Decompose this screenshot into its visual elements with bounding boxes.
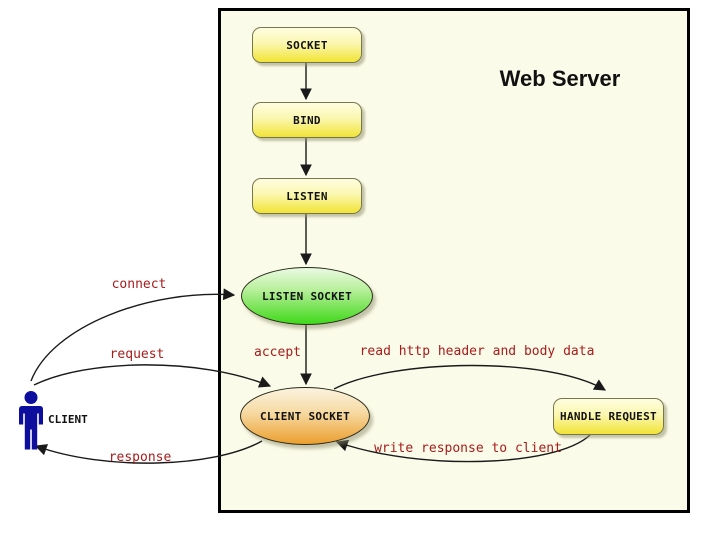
edge-label-request: request (109, 347, 165, 362)
node-listen: LISTEN (252, 178, 362, 214)
edge-label-read-http: read http header and body data (359, 344, 595, 359)
node-listen-label: LISTEN (286, 189, 328, 203)
node-listen-socket-label: LISTEN SOCKET (262, 289, 352, 303)
edge-label-response: response (108, 450, 172, 465)
person-body (19, 406, 43, 450)
node-bind: BIND (252, 102, 362, 138)
edge-write-response (335, 434, 591, 463)
edge-label-write-response: write response to client (374, 441, 562, 456)
edge-request (33, 364, 272, 388)
person-head (24, 391, 38, 404)
edge-read-request (333, 364, 607, 391)
node-handle-request-label: HANDLE REQUEST (560, 410, 657, 423)
edge-response (34, 440, 263, 464)
node-client-socket-label: CLIENT SOCKET (260, 409, 350, 423)
edge-connect (30, 288, 236, 382)
client-person-icon (19, 391, 43, 450)
edge-label-connect: connect (111, 277, 167, 292)
web-server-title: Web Server (499, 66, 621, 91)
node-socket-label: SOCKET (286, 38, 328, 52)
node-bind-label: BIND (293, 113, 321, 127)
node-handle-request: HANDLE REQUEST (553, 398, 664, 435)
client-label: CLIENT (48, 413, 88, 426)
node-client-socket: CLIENT SOCKET (240, 387, 370, 445)
edge-label-accept: accept (254, 345, 301, 360)
node-socket: SOCKET (252, 27, 362, 63)
node-listen-socket: LISTEN SOCKET (241, 267, 373, 325)
